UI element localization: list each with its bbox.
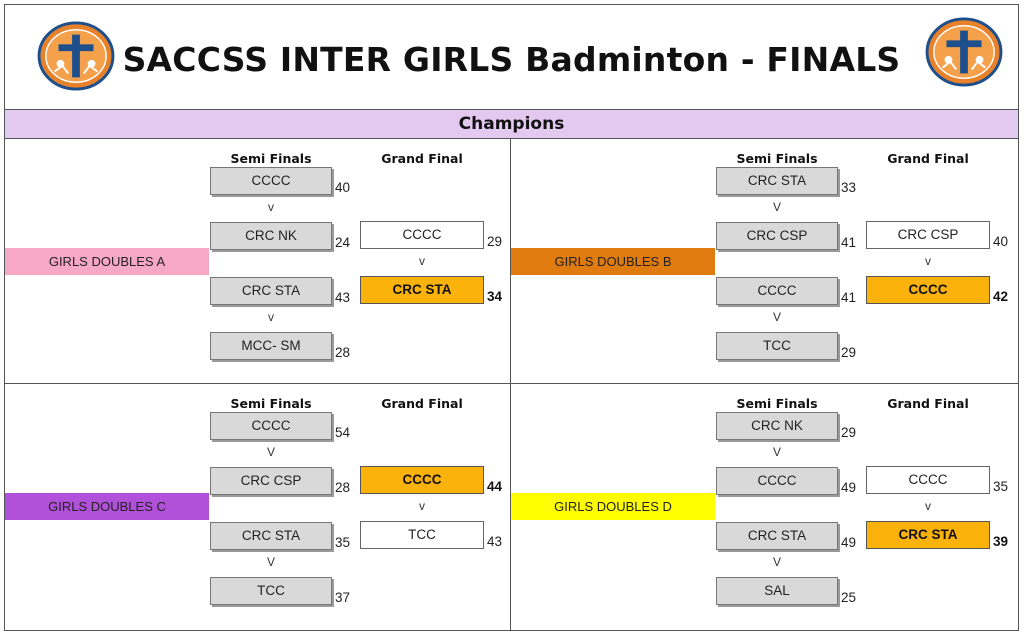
semi-final-score: 41	[841, 290, 857, 305]
category-label: GIRLS DOUBLES D	[511, 493, 715, 520]
semi-final-score: 40	[335, 180, 351, 195]
grand-final-score: 42	[993, 289, 1009, 304]
semi-final-team: CRC STA	[210, 522, 332, 550]
semi-final-team: CRC CSP	[210, 467, 332, 495]
semi-final-team: CRC STA	[716, 167, 838, 195]
semi-final-team: CCCC	[716, 467, 838, 495]
semi-final-score: 54	[335, 425, 351, 440]
category-label: GIRLS DOUBLES C	[5, 493, 209, 520]
semi-final-team: CCCC	[716, 277, 838, 305]
versus-label: v	[268, 200, 274, 214]
versus-label: V	[772, 200, 781, 214]
results-sheet: SACCSS INTER GIRLS Badminton - FINALS Ch…	[4, 4, 1019, 631]
semi-final-team: CCCC	[210, 412, 332, 440]
semi-final-team: CRC NK	[210, 222, 332, 250]
grand-final-team: TCC	[360, 521, 484, 549]
champion-team: CRC STA	[866, 521, 990, 549]
grand-final-score: 40	[993, 234, 1009, 249]
versus-label: v	[419, 254, 425, 268]
versus-label: V	[772, 310, 781, 324]
semi-final-score: 49	[841, 480, 857, 495]
semi-final-team: CRC CSP	[716, 222, 838, 250]
grand-final-team: CCCC	[360, 221, 484, 249]
semi-final-score: 28	[335, 480, 351, 495]
semi-final-team: TCC	[210, 577, 332, 605]
versus-label: V	[266, 445, 275, 459]
grand-final-score: 29	[487, 234, 503, 249]
semi-final-team: CRC NK	[716, 412, 838, 440]
semi-final-team: CRC STA	[210, 277, 332, 305]
semi-final-score: 29	[841, 345, 857, 360]
semi-final-score: 33	[841, 180, 857, 195]
champion-team: CCCC	[866, 276, 990, 304]
grand-final-score: 43	[487, 534, 503, 549]
versus-label: V	[772, 555, 781, 569]
semi-final-score: 43	[335, 290, 351, 305]
semi-final-score: 35	[335, 535, 351, 550]
semi-finals-header: Semi Finals	[736, 151, 818, 166]
semi-final-score: 24	[335, 235, 351, 250]
semi-final-score: 29	[841, 425, 857, 440]
versus-label: v	[419, 499, 425, 513]
grand-final-header: Grand Final	[887, 151, 969, 166]
semi-finals-header: Semi Finals	[230, 396, 312, 411]
category-label: GIRLS DOUBLES A	[5, 248, 209, 275]
versus-label: v	[925, 499, 931, 513]
champion-team: CCCC	[360, 466, 484, 494]
semi-finals-header: Semi Finals	[736, 396, 818, 411]
quadrant-divider-horizontal	[5, 383, 1018, 384]
grand-final-header: Grand Final	[381, 151, 463, 166]
school-sports-logo-icon	[37, 21, 115, 91]
semi-final-team: CRC STA	[716, 522, 838, 550]
grand-final-team: CCCC	[866, 466, 990, 494]
grand-final-header: Grand Final	[887, 396, 969, 411]
versus-label: v	[268, 310, 274, 324]
semi-final-team: SAL	[716, 577, 838, 605]
semi-final-team: TCC	[716, 332, 838, 360]
semi-finals-header: Semi Finals	[230, 151, 312, 166]
semi-final-team: CCCC	[210, 167, 332, 195]
grand-final-score: 44	[487, 479, 503, 494]
versus-label: V	[266, 555, 275, 569]
grand-final-score: 39	[993, 534, 1009, 549]
semi-final-score: 41	[841, 235, 857, 250]
grand-final-team: CRC CSP	[866, 221, 990, 249]
champion-team: CRC STA	[360, 276, 484, 304]
semi-final-score: 49	[841, 535, 857, 550]
semi-final-score: 37	[335, 590, 351, 605]
semi-final-score: 25	[841, 590, 857, 605]
category-label: GIRLS DOUBLES B	[511, 248, 715, 275]
school-sports-logo-icon	[925, 17, 1003, 87]
semi-final-team: MCC- SM	[210, 332, 332, 360]
quadrant-divider-vertical	[510, 139, 511, 630]
grand-final-score: 35	[993, 479, 1009, 494]
page-title: SACCSS INTER GIRLS Badminton - FINALS	[122, 40, 901, 79]
versus-label: V	[772, 445, 781, 459]
page-header: SACCSS INTER GIRLS Badminton - FINALS	[5, 5, 1018, 110]
champions-banner: Champions	[5, 110, 1018, 139]
versus-label: v	[925, 254, 931, 268]
semi-final-score: 28	[335, 345, 351, 360]
grand-final-header: Grand Final	[381, 396, 463, 411]
grand-final-score: 34	[487, 289, 503, 304]
